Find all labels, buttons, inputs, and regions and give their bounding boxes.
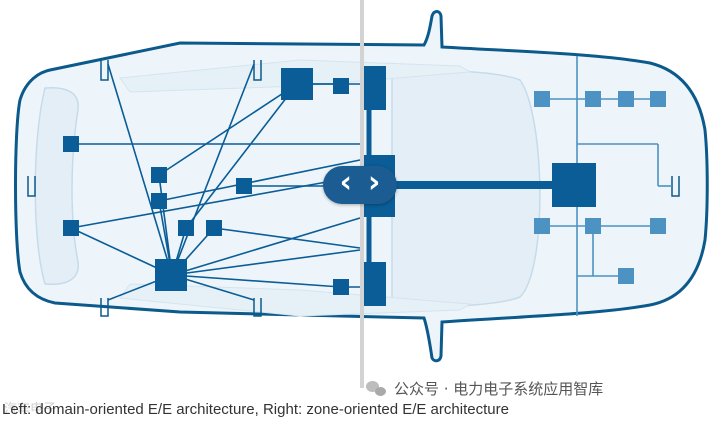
compare-slider-handle[interactable]: ‹ › xyxy=(323,166,397,204)
zone-backbone xyxy=(395,181,555,189)
zone-ecu xyxy=(585,91,601,107)
zone-ecu xyxy=(650,91,666,107)
wechat-icon xyxy=(366,380,388,398)
ecu-node xyxy=(333,78,349,94)
ecu-node xyxy=(63,136,79,152)
zone-ecu xyxy=(534,218,550,234)
zone-controller-bottom xyxy=(363,262,386,306)
figure-caption: Left: domain-oriented E/E architecture, … xyxy=(2,401,509,418)
ecu-node xyxy=(63,220,79,236)
rear-window xyxy=(34,87,79,285)
chevron-right-icon[interactable]: › xyxy=(368,165,381,200)
ecu-node xyxy=(333,279,349,295)
watermark-left: 汽车电子 xyxy=(4,402,57,417)
zone-ecu xyxy=(585,218,601,234)
ecu-node xyxy=(236,178,252,194)
ecu-node xyxy=(151,193,167,209)
central-compute xyxy=(552,163,596,207)
watermark-text: 公众号 · 电力电子系统应用智库 xyxy=(394,380,604,398)
ecu-node xyxy=(178,220,194,236)
domain-controller-bottom xyxy=(155,259,187,291)
bracket-rear-top xyxy=(100,60,109,81)
ecu-node xyxy=(151,167,167,183)
domain-controller-top xyxy=(281,68,313,100)
bracket-front-bottom xyxy=(253,298,262,317)
bracket-rear-bottom xyxy=(100,298,109,317)
wheel-brackets xyxy=(27,60,680,317)
zone-ecu xyxy=(618,268,634,284)
watermark: 公众号 · 电力电子系统应用智库 xyxy=(366,378,603,399)
bracket-front-top xyxy=(253,60,262,81)
chevron-left-icon[interactable]: ‹ xyxy=(339,165,352,200)
zone-ecu xyxy=(534,91,550,107)
bracket-back xyxy=(27,176,36,197)
ecu-node xyxy=(206,220,222,236)
side-window-bottom xyxy=(119,283,472,317)
zone-ecu xyxy=(650,218,666,234)
domain-nodes xyxy=(63,68,349,295)
zone-nodes xyxy=(534,91,666,284)
zone-controller-top xyxy=(363,66,386,110)
zone-ecu xyxy=(618,91,634,107)
